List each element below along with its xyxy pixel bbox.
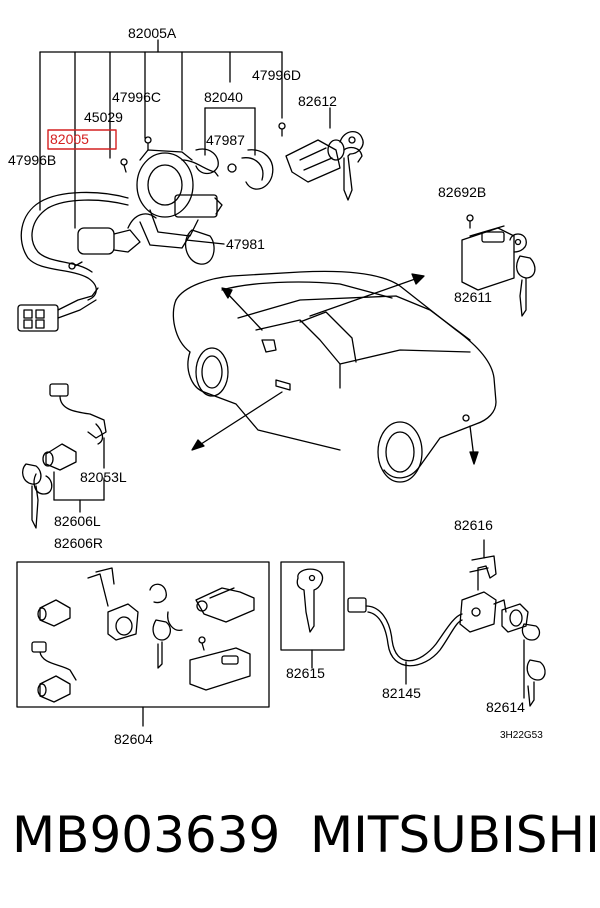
label-82692b: 82692B [438,184,486,200]
label-82053l: 82053L [80,469,127,485]
lock-set-box-82604 [16,561,270,727]
band-clamps-47987 [195,148,274,190]
label-82612: 82612 [298,93,337,109]
label-82604: 82604 [114,731,153,747]
label-47996b: 47996B [8,152,56,168]
highlight-box-82005 [47,129,117,150]
footer: MB903639 MITSUBISHI [0,800,600,890]
label-47981: 47981 [226,236,265,252]
label-82040: 82040 [204,89,243,105]
vehicle-outline [172,270,497,483]
label-82614: 82614 [486,699,525,715]
brand-name: MITSUBISHI [310,806,600,864]
label-45029: 45029 [84,109,123,125]
label-82005a: 82005A [128,25,177,41]
parts-diagram: 82005A 47996D 47996C 82040 82612 45029 8… [8,25,546,747]
part-number: MB903639 [12,806,281,864]
key-cylinder-82612 [278,122,364,201]
label-82606l: 82606L [54,513,101,529]
label-47996d: 47996D [252,67,301,83]
label-diagram-code: 3H22G53 [500,730,543,741]
ignition-lock-assembly [17,136,225,332]
label-47996c: 47996C [112,89,161,105]
trunk-lock-assembly [347,539,546,707]
door-lock-cylinder-82606 [21,383,107,529]
label-82615: 82615 [286,665,325,681]
label-82005: 82005 [50,131,89,147]
leader-82005a [39,39,331,229]
callout-labels: 82005A 47996D 47996C 82040 82612 45029 8… [8,25,543,747]
label-82145: 82145 [382,685,421,701]
label-82606r: 82606R [54,535,103,551]
glove-box-lock-82611 [461,214,536,317]
label-82616: 82616 [454,517,493,533]
label-47987: 47987 [206,132,245,148]
blank-key-box-82615 [280,561,345,669]
label-82611: 82611 [454,289,492,305]
